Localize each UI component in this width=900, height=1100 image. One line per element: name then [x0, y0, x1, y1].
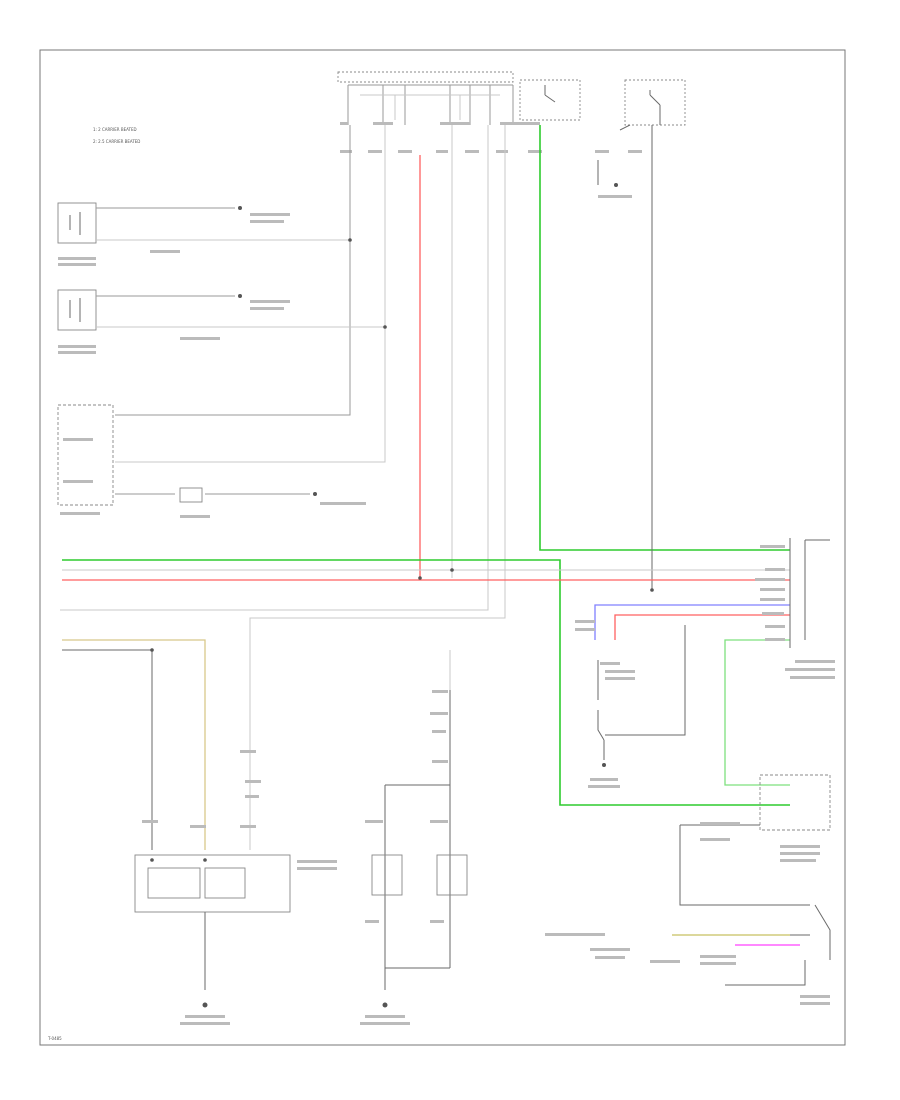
legend-line-1: 1: 2 CARRIER BEATED: [93, 127, 137, 132]
wire-tan: [62, 639, 206, 850]
wire-trunk-1: [115, 125, 351, 416]
wire-trunk-5: [60, 125, 489, 611]
combination-meter: [57, 404, 366, 518]
wire-dark-bus: [605, 625, 686, 736]
outside-sensor-1: [57, 202, 350, 266]
wire-lgreen-bus: [724, 639, 790, 786]
pin-labels-top: [340, 122, 642, 153]
wire-green-bus: [62, 559, 790, 806]
center-relay: [575, 620, 635, 788]
footer-code: T-0485: [47, 1036, 62, 1041]
right-ecu-connector: [755, 538, 835, 679]
bottom-right-connector: [545, 774, 831, 1005]
wire-trunk-6: [249, 125, 506, 850]
top-switch-connector: [337, 71, 686, 131]
wire-dark-left: [62, 649, 153, 850]
legend-line-2: 2: 2.5 CARRIER BEATED: [93, 139, 140, 144]
outside-sensor-2: [57, 289, 385, 354]
wire-green-trunk: [539, 125, 790, 551]
wire-blue-bus: [594, 604, 790, 640]
wire-red-bus-2: [614, 614, 790, 640]
diagram-frame: [39, 49, 846, 1046]
wire-trunk-2: [115, 125, 386, 463]
bottom-left-module: [134, 750, 337, 1025]
junction-dots: [150, 238, 654, 862]
bottom-center-module: [360, 690, 468, 1025]
